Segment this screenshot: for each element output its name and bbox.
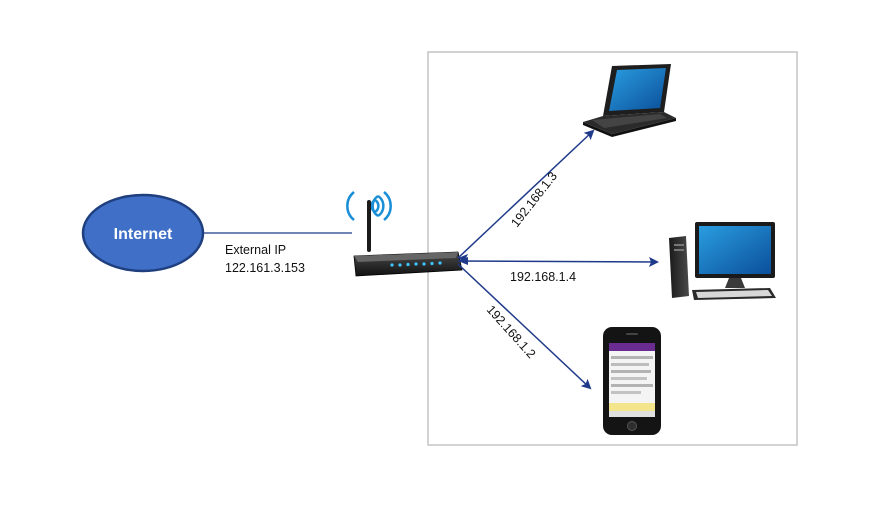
desktop-ip-label: 192.168.1.4 — [510, 270, 576, 284]
link-to-desktop — [457, 256, 659, 267]
link-to-laptop — [457, 129, 595, 259]
link-to-phone — [457, 263, 592, 390]
desktop-computer-icon — [669, 222, 776, 300]
laptop-icon — [583, 64, 676, 137]
external-ip-address: 122.161.3.153 — [225, 261, 305, 275]
wireless-router-icon — [346, 191, 463, 277]
external-ip-title: External IP — [225, 243, 286, 257]
internet-node: Internet — [81, 193, 205, 273]
smartphone-icon — [603, 327, 661, 435]
internet-label: Internet — [114, 226, 173, 243]
